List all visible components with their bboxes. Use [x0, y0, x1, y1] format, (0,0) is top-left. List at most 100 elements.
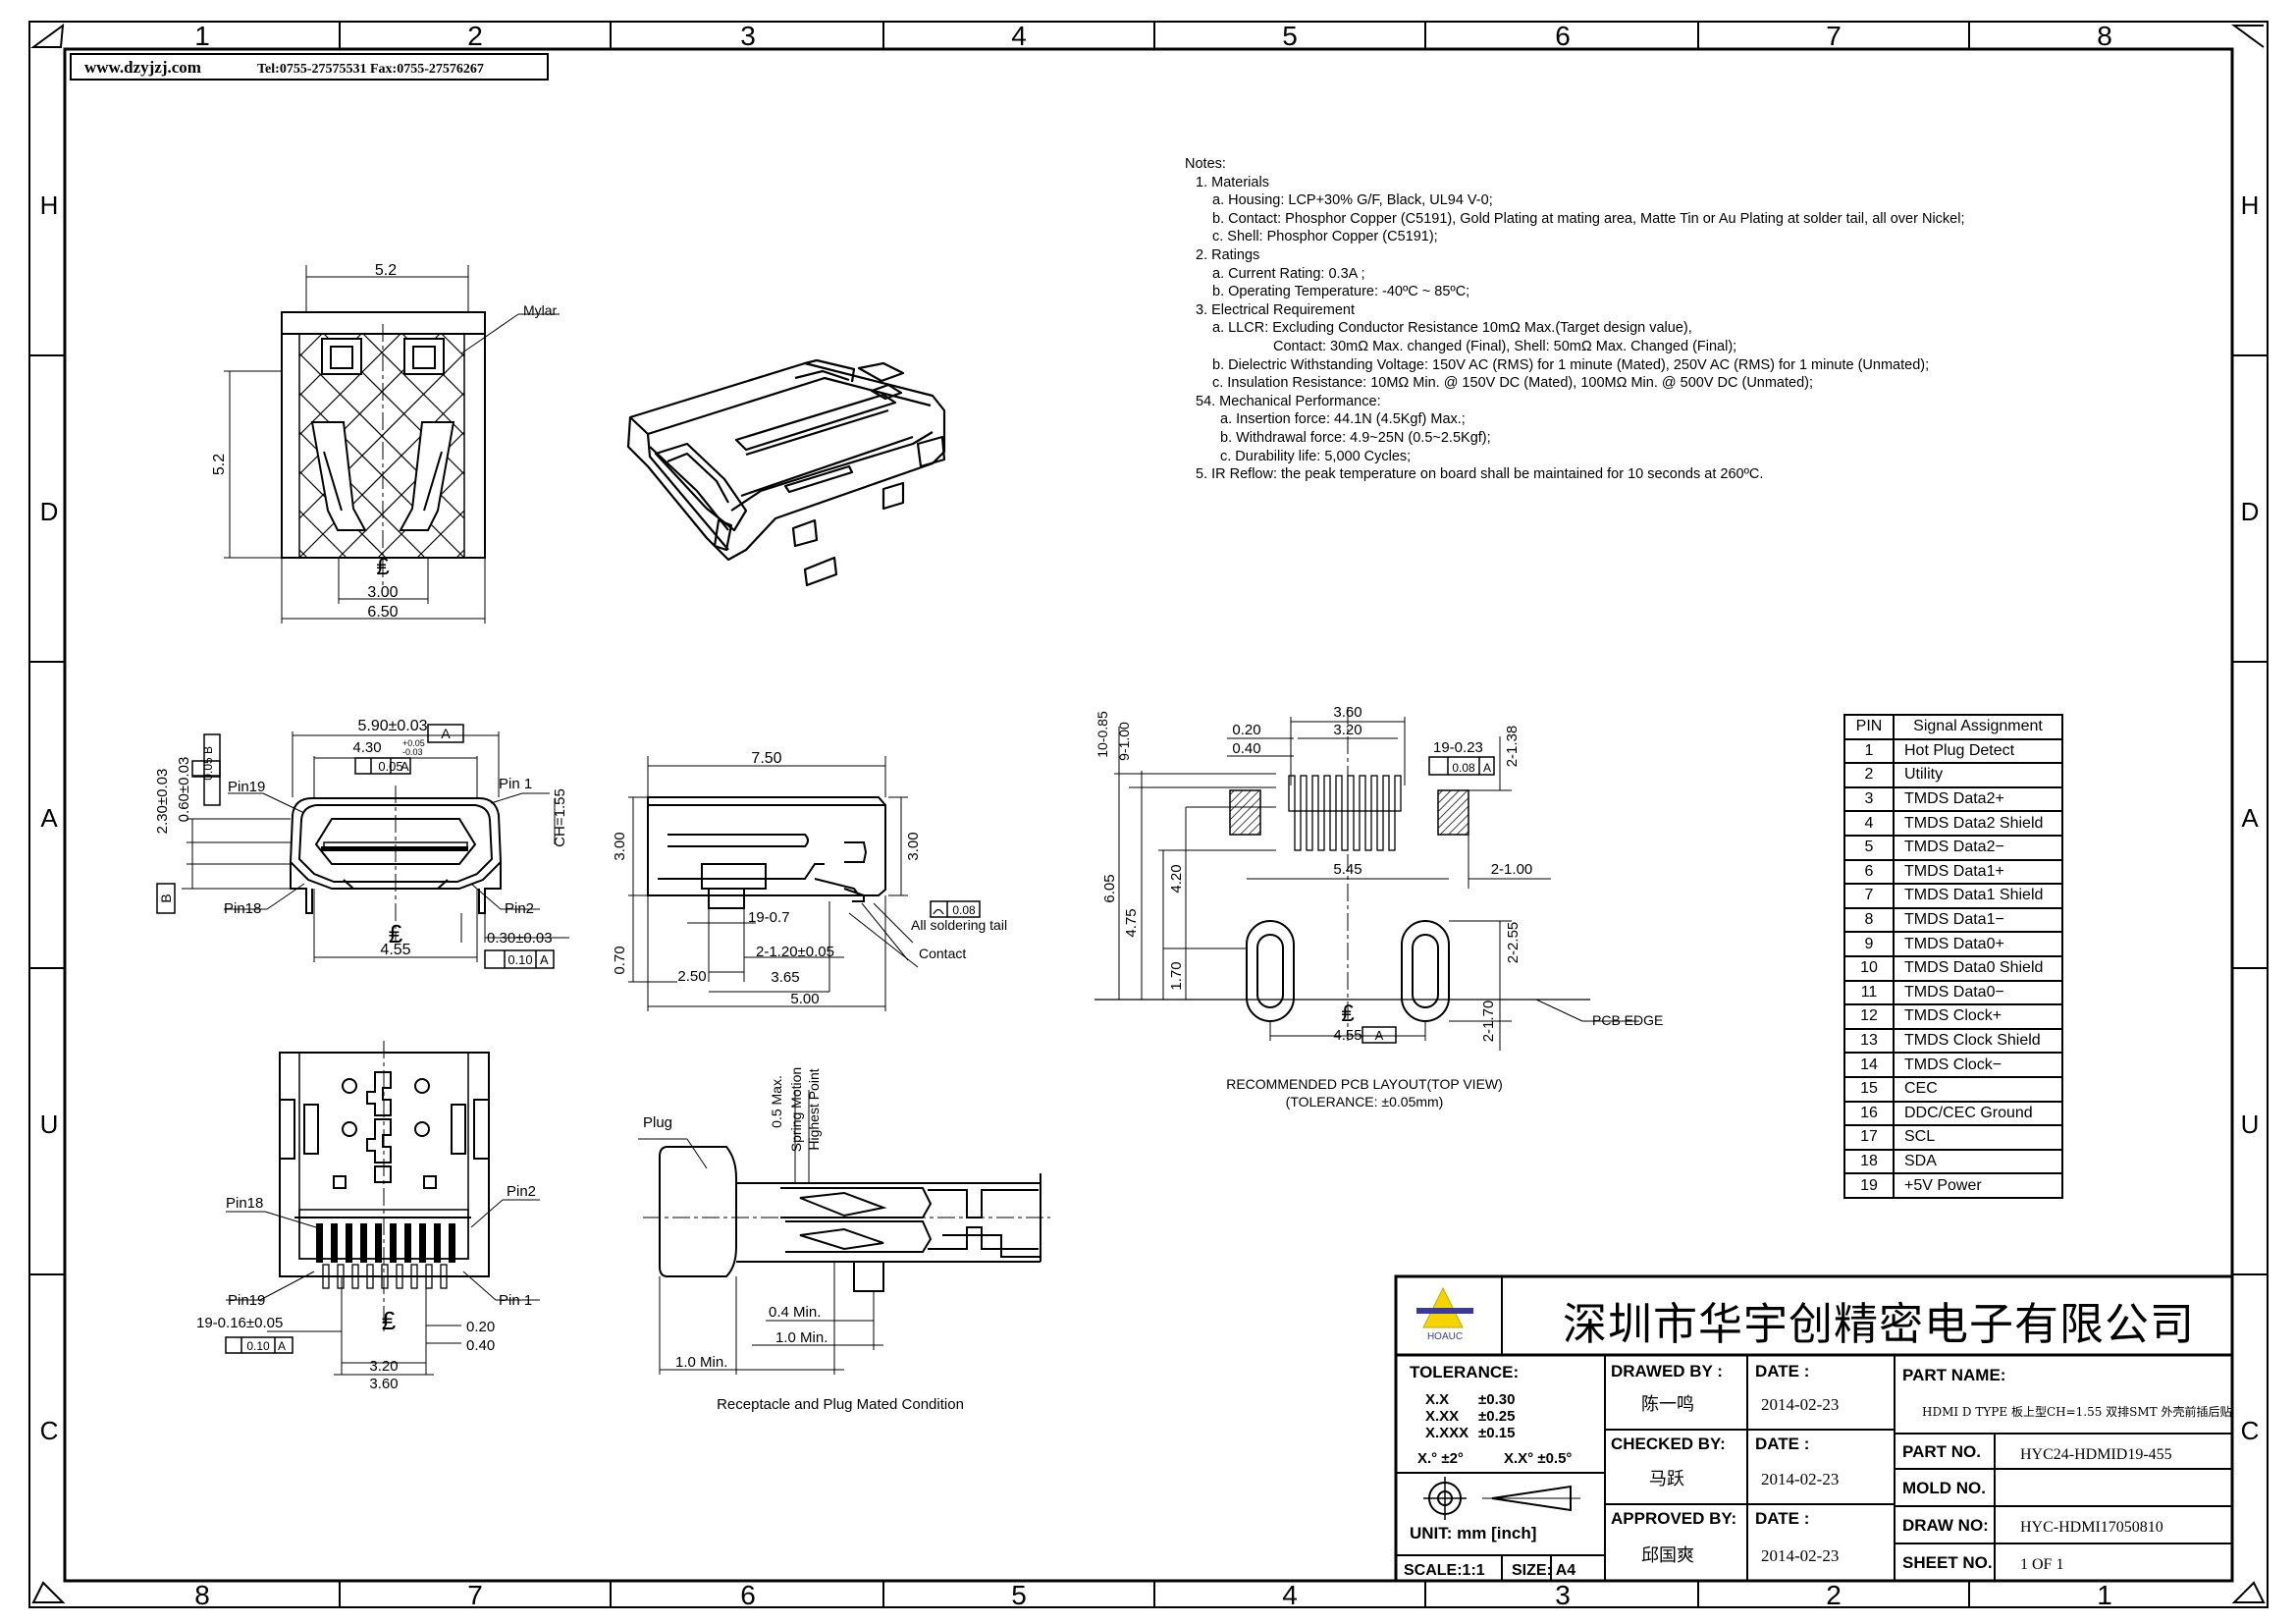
contact-pin: [360, 1223, 367, 1263]
centerline-symbol: ₤: [389, 919, 403, 948]
fcf-datum: A: [278, 1339, 286, 1353]
note-line: 54. Mechanical Performance:: [1196, 393, 1381, 409]
signal-name: TMDS Data0−: [1893, 979, 2063, 1006]
pin-number: 13: [1843, 1027, 1895, 1055]
signal-name: TMDS Data1 Shield: [1893, 883, 2063, 909]
mold-no-label: MOLD NO.: [1902, 1479, 1986, 1497]
contact-row: [321, 846, 468, 851]
pin-header: PIN: [1843, 714, 1895, 740]
pcb-pad: [1376, 810, 1384, 851]
column-label: 2: [1826, 1580, 1842, 1610]
signal-name: TMDS Clock+: [1893, 1003, 2063, 1030]
size-label: SIZE: A4: [1512, 1562, 1575, 1579]
top-view: [224, 265, 560, 623]
pcb-pad: [1335, 775, 1343, 812]
fcf-value: 0.05: [378, 759, 402, 774]
website-link[interactable]: www.dzyjzj.com: [84, 58, 201, 77]
pin-number: 2: [1843, 762, 1895, 788]
dim-label: 9-1.00: [1116, 722, 1132, 761]
flatness-value: 0.08: [952, 903, 976, 917]
row-label: C: [2241, 1416, 2260, 1445]
fcf-value: 0.05: [201, 757, 215, 781]
dim-label: 19-0.23: [1433, 739, 1483, 756]
note-line: a. LLCR: Excluding Conductor Resistance …: [1212, 320, 1692, 337]
dim-label: 2.30±0.03: [154, 769, 171, 835]
scale-label: SCALE:1:1: [1404, 1562, 1485, 1579]
contact-pin: [375, 1223, 382, 1263]
tol-val: ±0.25: [1478, 1408, 1515, 1425]
notes-block: Notes: 1. Materials a. Housing: LCP+30% …: [1185, 155, 1964, 484]
fcf-datum: A: [540, 952, 549, 967]
tol-val: ±0.30: [1478, 1391, 1515, 1408]
table-header-row: PIN Signal Assignment: [1843, 714, 2063, 740]
note-line: b. Withdrawal force: 4.9~25N (0.5~2.5Kgf…: [1220, 429, 1491, 446]
dim-label: 0.40: [1232, 740, 1260, 757]
tol-key: X.XXX: [1425, 1425, 1468, 1441]
dim-label: 2.50: [677, 968, 706, 985]
note-line: a. Housing: LCP+30% G/F, Black, UL94 V-0…: [1212, 192, 1493, 209]
note-line: 5. IR Reflow: the peak temperature on bo…: [1196, 466, 1764, 483]
contact-pin: [434, 1223, 441, 1263]
date-value: 2014-02-23: [1761, 1470, 1839, 1489]
pin-number: 6: [1843, 858, 1895, 886]
pin-number: 16: [1843, 1100, 1895, 1127]
centerline-symbol: ₤: [1341, 1001, 1354, 1027]
signal-name: DDC/CEC Ground: [1893, 1100, 2063, 1127]
dim-label: 5.00: [790, 991, 819, 1007]
column-label: 1: [2097, 1580, 2112, 1610]
pcb-pad: [1323, 775, 1331, 812]
bottom-pins: [316, 1223, 455, 1289]
row-label: A: [2241, 803, 2259, 833]
column-label: 5: [1282, 21, 1298, 51]
column-label: 4: [1011, 21, 1027, 51]
column-label: 7: [467, 1580, 483, 1610]
column-labels-top: 1 2 3 4 5 6 7 8: [194, 21, 2112, 51]
contact-pin: [366, 1264, 374, 1289]
dim-label: 0.20: [466, 1319, 495, 1335]
callout-label: Spring Motion: [788, 1067, 804, 1152]
pin-number: 7: [1843, 883, 1895, 909]
row-label: A: [40, 803, 58, 833]
fcf-datum: A: [400, 759, 409, 774]
contact-pin: [419, 1223, 426, 1263]
dim-label: 0.4 Min.: [769, 1304, 821, 1321]
note-line: Notes:: [1185, 156, 1226, 172]
fcf-datum: B: [201, 746, 215, 754]
tol-angle: X.X° ±0.5°: [1504, 1450, 1572, 1467]
note-line: a. Current Rating: 0.3A ;: [1212, 265, 1365, 282]
dim-label: 3.00: [367, 584, 398, 601]
pcb-pad: [1317, 810, 1325, 851]
inner-border: [63, 47, 2234, 1583]
row-label: D: [40, 497, 59, 526]
dim-label: 2-2.55: [1505, 922, 1522, 964]
dim-label: 1.70: [1168, 961, 1185, 990]
pcb-layout: [1095, 707, 1639, 1051]
pin-number: 18: [1843, 1148, 1895, 1175]
column-label: 7: [1826, 21, 1842, 51]
pin-number: 19: [1843, 1172, 1895, 1199]
datum-label: A: [1375, 1028, 1384, 1043]
tol-angle: X.° ±2°: [1417, 1450, 1464, 1467]
sheet-no-value: 1 OF 1: [2020, 1556, 2063, 1573]
datum-label: B: [158, 893, 174, 902]
pcb-pad: [1394, 775, 1402, 812]
dim-label: 2-1.20±0.05: [756, 944, 834, 960]
company-name: 深圳市华宇创精密电子有限公司: [1563, 1298, 2196, 1350]
column-label: 6: [1555, 21, 1571, 51]
drawn-by-label: DRAWED BY :: [1611, 1362, 1723, 1380]
dim-label: 6.05: [1101, 874, 1118, 902]
header-box: [70, 53, 549, 81]
signal-name: Hot Plug Detect: [1893, 737, 2063, 765]
logo-text: HOAUC: [1427, 1331, 1463, 1342]
pin-number: 15: [1843, 1075, 1895, 1103]
tol-val: ±0.15: [1478, 1425, 1515, 1441]
pin-label: Pin2: [505, 900, 534, 917]
pin-number: 1: [1843, 737, 1895, 765]
part-no-value: HYC24-HDMID19-455: [2020, 1446, 2172, 1463]
dim-label: 3.20: [369, 1358, 398, 1375]
contact-text: Tel:0755-27575531 Fax:0755-27576267: [257, 62, 484, 77]
